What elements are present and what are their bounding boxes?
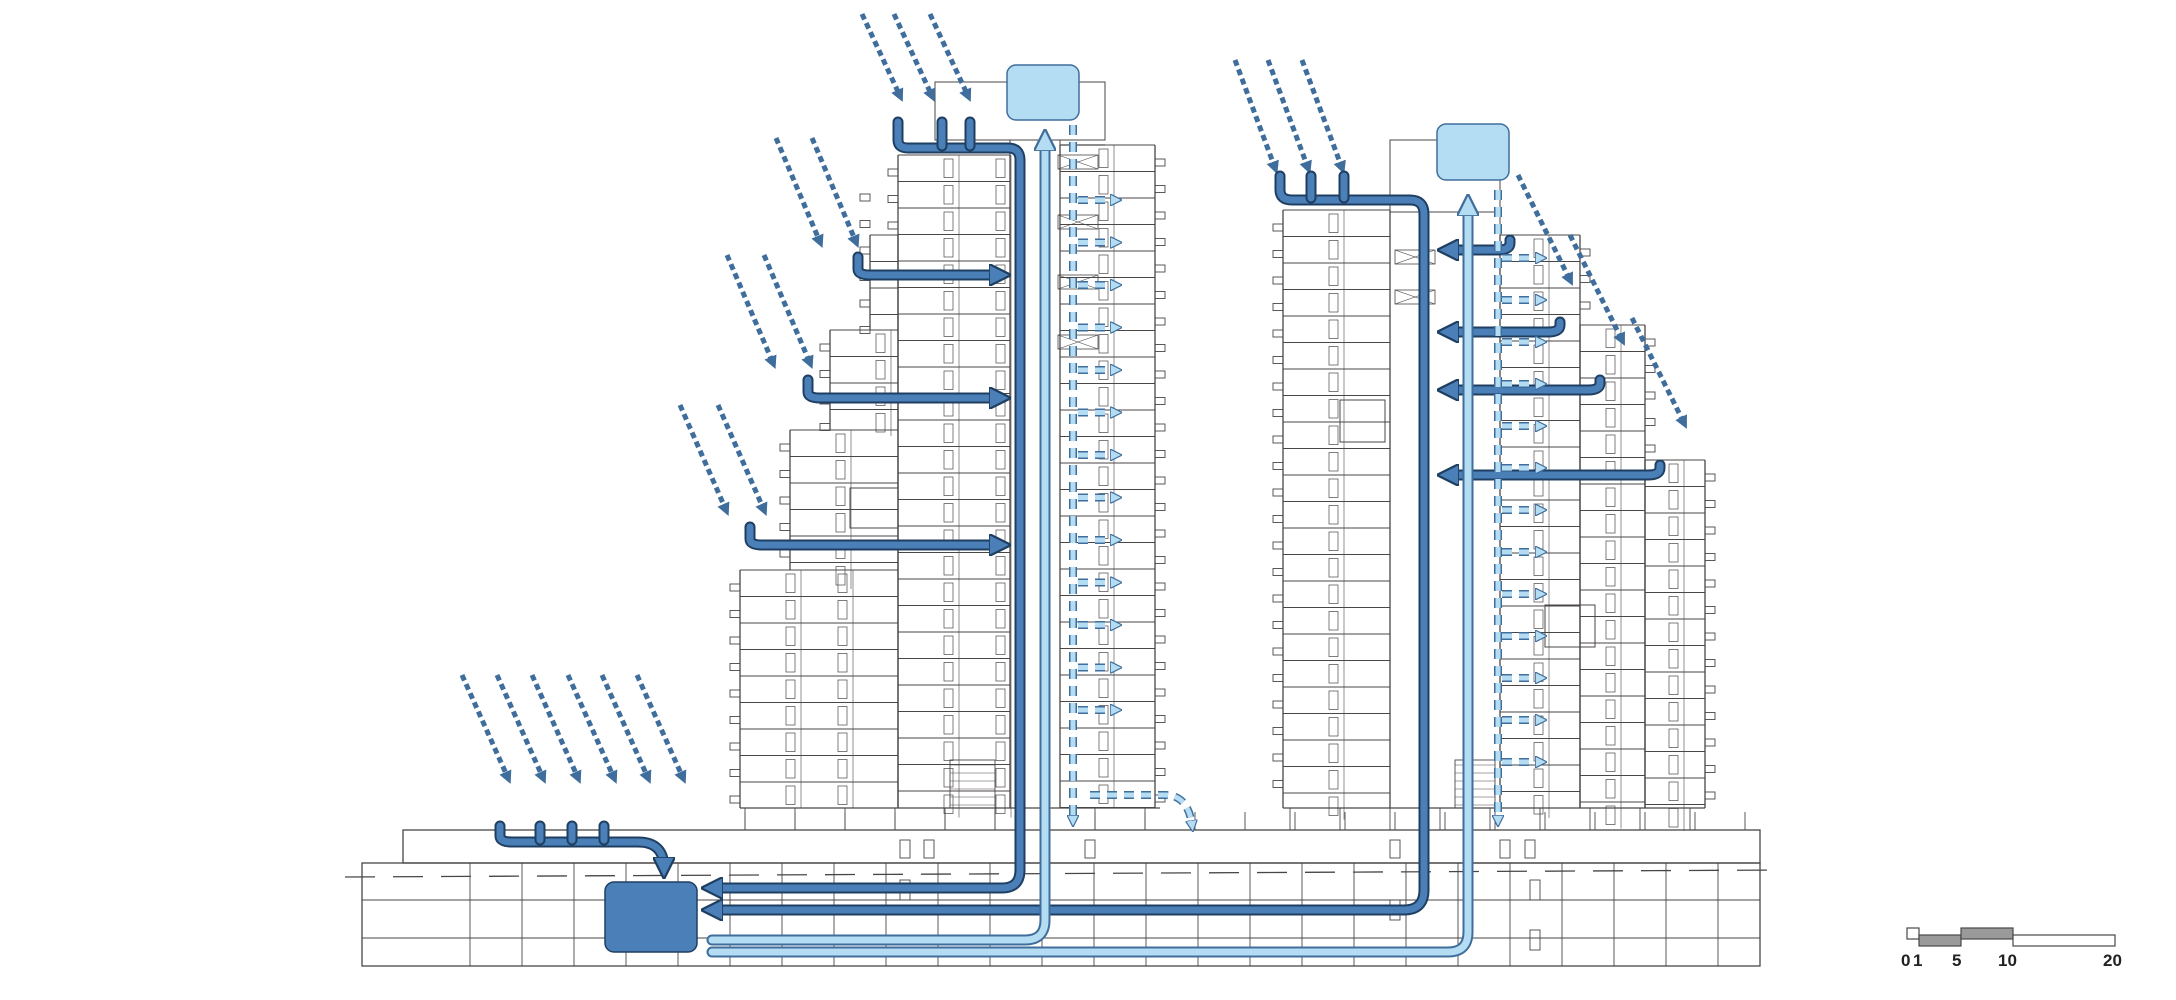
rain-arrow-icon [565, 673, 618, 784]
rain-arrow-icon [599, 673, 652, 784]
rain-arrow-icon [724, 254, 777, 369]
water-tanks [604, 64, 1510, 953]
rain-arrow-icon [529, 673, 582, 784]
rainwater-pipe [712, 172, 1428, 910]
building-section [344, 81, 1786, 967]
roof-tank-icon [1006, 64, 1080, 121]
storage-tank-icon [604, 881, 698, 953]
rain-arrow-icon [1299, 59, 1346, 175]
rain-arrow-icon [1265, 59, 1312, 175]
rain-arrow-icon [1232, 59, 1279, 175]
rain-arrow-icon [1629, 316, 1687, 429]
rainwater-pipe [496, 822, 664, 868]
reuse-pipe [708, 205, 1468, 956]
rain-arrow-icon [1515, 173, 1573, 286]
rainwater-pipe [494, 820, 670, 874]
rain-arrow-icon [809, 137, 860, 248]
scale-bar: 0 1 5 10 20 [1901, 927, 2122, 970]
rainwater-pipe [1448, 318, 1564, 332]
roof-tank-icon [1436, 123, 1510, 181]
rainwater-pipe [1448, 461, 1664, 475]
scale-label: 0 [1901, 951, 1910, 970]
rain-arrow-icon [459, 673, 512, 784]
rain-arrow-icon [761, 254, 814, 369]
rain-arrow-icon [715, 403, 768, 516]
rain-arrow-icon [677, 403, 730, 516]
rainwater-pipe [746, 523, 1000, 545]
rain-arrow-icon [927, 12, 972, 102]
rain-arrow-icon [773, 137, 824, 248]
scale-label: 10 [1998, 951, 2017, 970]
rainfall-arrows [459, 12, 1687, 784]
scale-label: 5 [1952, 951, 1961, 970]
scale-label: 20 [2103, 951, 2122, 970]
rain-arrow-icon [859, 12, 904, 102]
rainwater-pipe [804, 376, 1000, 398]
pipe-network [494, 116, 1666, 958]
distribution-pipe [1090, 792, 1192, 825]
scale-label: 1 [1913, 951, 1922, 970]
rainwater-pipe [712, 118, 1024, 888]
rainwater-pipe [854, 253, 1000, 275]
reuse-pipe [708, 140, 1045, 944]
rain-arrow-icon [494, 673, 547, 784]
rainwater-pipe [1448, 376, 1604, 390]
rain-arrow-icon [891, 12, 936, 102]
rain-arrow-icon [634, 673, 687, 784]
